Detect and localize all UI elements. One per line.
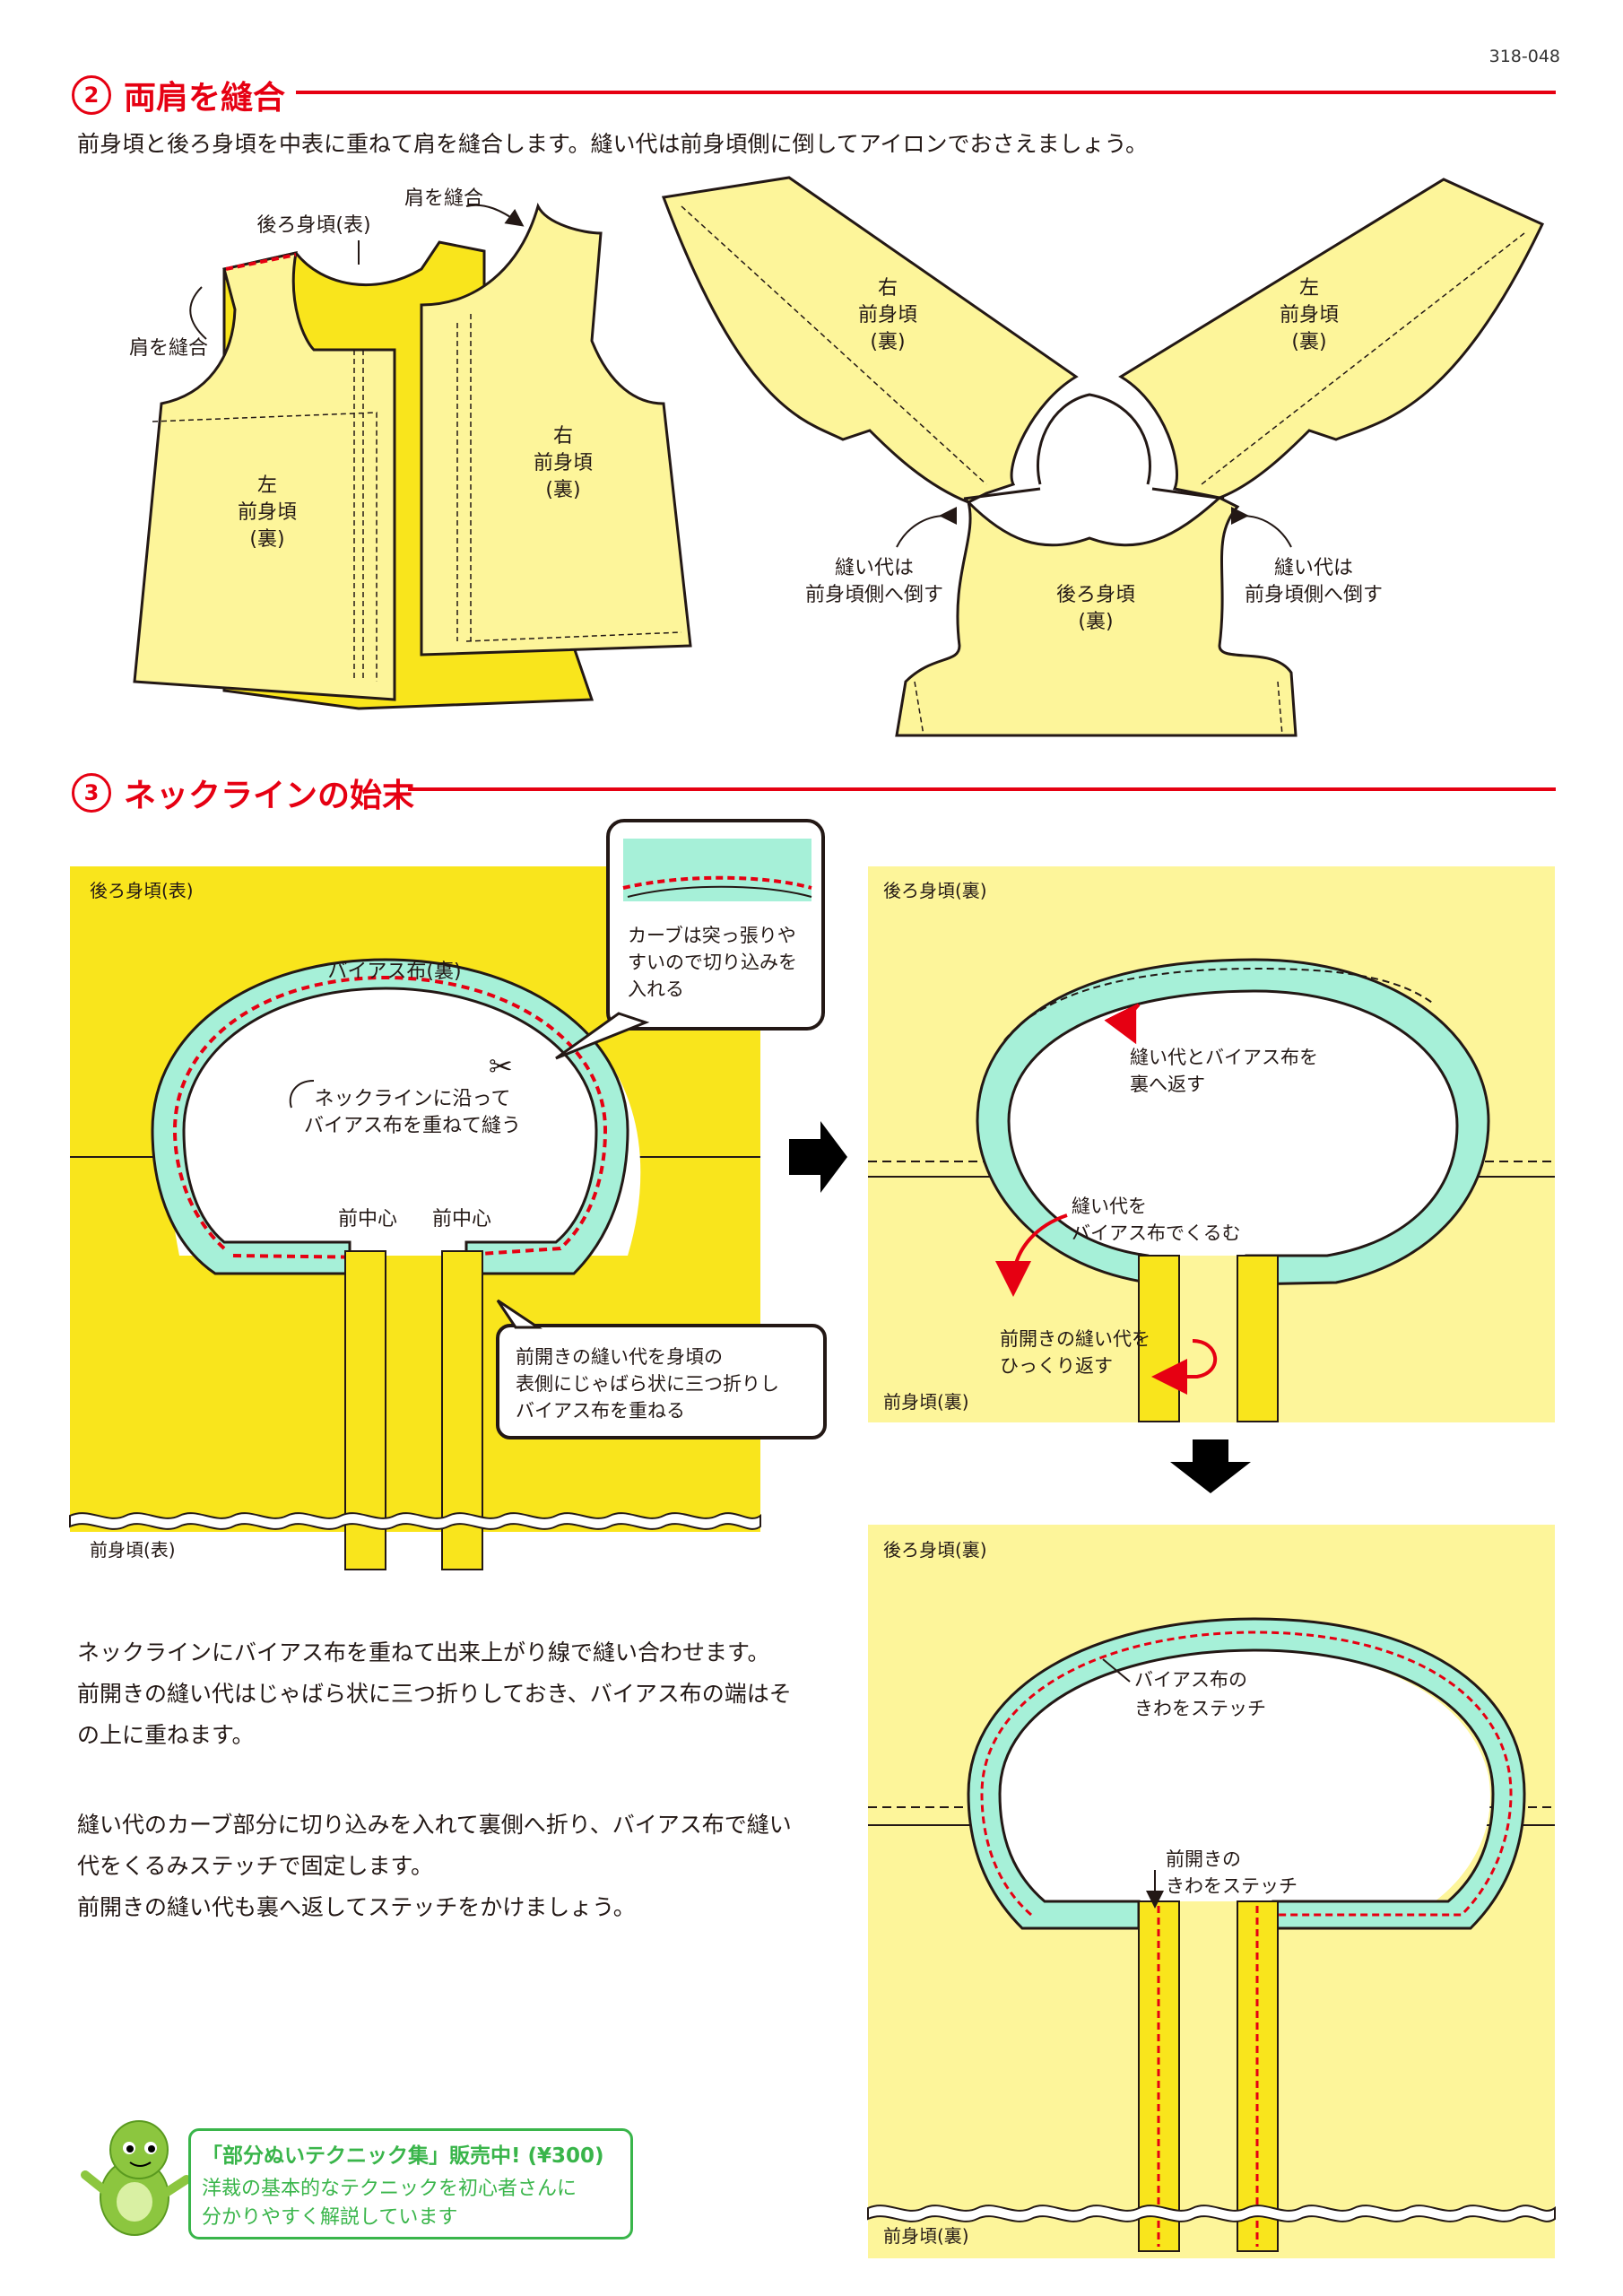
paragraph1-line1: ネックラインにバイアス布を重ねて出来上がり線で縫い合わせます。: [77, 1639, 770, 1665]
section3-paragraph2: 縫い代のカーブ部分に切り込みを入れて裏側へ折り、バイアス布で縫い 代をくるみステ…: [77, 1805, 848, 1928]
section3-paragraph1: ネックラインにバイアス布を重ねて出来上がり線で縫い合わせます。 前開きの縫い代は…: [77, 1632, 848, 1756]
label-seam-note-r1: 縫い代は: [1274, 557, 1353, 579]
label-left-front-1: 左: [257, 474, 277, 497]
label-callout-fold-2: 表側にじゃばら状に三つ折りし: [516, 1373, 779, 1395]
label-seam-note-l1: 縫い代は: [835, 557, 914, 579]
label-wrap-note-2: バイアス布でくるむ: [1072, 1222, 1241, 1244]
label-sew-shoulder-right: 肩を縫合: [404, 187, 483, 210]
label-back-back-br: 後ろ身頃(裏): [883, 1539, 987, 1561]
label-left-front-b3: (裏): [1291, 331, 1326, 353]
label-seam-note-l2: 前身頃側へ倒す: [805, 584, 943, 606]
label-sew-note-1: ネックラインに沿って: [315, 1088, 511, 1110]
label-bias-back: バイアス布(裏): [327, 961, 461, 983]
promo-banner: 「部分ぬいテクニック集」販売中! (¥300) 洋裁の基本的なテクニックを初心者…: [81, 2112, 637, 2247]
paragraph1-line2: 前開きの縫い代はじゃばら状に三つ折りしておき、バイアス布の端はそ: [77, 1681, 792, 1707]
left-front-panel: [133, 251, 396, 701]
label-right-front-b3: (裏): [870, 331, 905, 353]
panel1-bias-tape: [151, 958, 629, 1275]
label-left-front-b2: 前身頃: [1280, 304, 1339, 326]
arrow-down-icon: [1170, 1439, 1251, 1493]
section2-number: 2: [72, 75, 111, 115]
label-back-front-tl: 後ろ身頃(表): [90, 880, 194, 901]
label-seam-note-r2: 前身頃側へ倒す: [1245, 584, 1383, 606]
mascot-icon: [81, 2120, 191, 2236]
label-center-front-2: 前中心: [432, 1208, 491, 1231]
label-back-body-front: 後ろ身頃(表): [256, 214, 370, 237]
label-back-back-tr: 後ろ身頃(裏): [883, 880, 987, 901]
label-stitch-note-2: きわをステッチ: [1134, 1698, 1266, 1719]
label-right-front-2: 前身頃: [534, 452, 593, 474]
label-back-body-2: (裏): [1078, 611, 1113, 633]
open-right-front: [661, 176, 1079, 504]
label-center-front-1: 前中心: [338, 1208, 397, 1231]
label-wrap-note-1: 縫い代を: [1072, 1196, 1147, 1217]
label-opening-note-2: きわをステッチ: [1166, 1875, 1298, 1897]
label-stitch-note-1: バイアス布の: [1134, 1669, 1247, 1691]
label-front-back-br: 前身頃(裏): [883, 2225, 969, 2247]
label-sew-shoulder-left: 肩を縫合: [129, 337, 208, 360]
right-front-panel: [420, 202, 692, 657]
label-right-front-1: 右: [553, 425, 573, 448]
panel2-bias-tape: [976, 958, 1490, 1286]
section3-heading: 3 ネックラインの始末: [72, 770, 414, 816]
arrow-right-icon: [789, 1121, 847, 1193]
label-opening-note-1: 前開きの: [1166, 1848, 1241, 1870]
promo-line1: 洋裁の基本的なテクニックを初心者さんに: [202, 2178, 577, 2200]
promo-line2: 分かりやすく解説しています: [202, 2206, 458, 2229]
label-right-front-b2: 前身頃: [858, 304, 917, 326]
label-right-front-3: (裏): [545, 479, 580, 501]
section2-title: 両肩を縫合: [124, 80, 286, 117]
open-back-body: [895, 496, 1298, 737]
label-flip-note-1: 前開きの縫い代を: [1000, 1328, 1150, 1350]
label-callout-curve-3: 入れる: [628, 978, 684, 1000]
label-front-front-bl: 前身頃(表): [90, 1539, 176, 1561]
open-left-front: [1118, 178, 1545, 500]
panel3-bias-tape: [967, 1617, 1526, 1930]
label-turn-note-1: 縫い代とバイアス布を: [1130, 1047, 1318, 1068]
section3-number: 3: [72, 773, 111, 813]
scissors-icon: ✂: [489, 1049, 513, 1083]
label-flip-note-2: ひっくり返す: [1000, 1355, 1113, 1377]
paragraph1-line3: の上に重ねます。: [77, 1722, 255, 1748]
label-right-front-b1: 右: [878, 277, 898, 300]
label-callout-curve-2: すいので切り込みを: [628, 952, 797, 973]
label-left-front-b1: 左: [1299, 277, 1319, 300]
label-callout-fold-3: バイアス布を重ねる: [516, 1400, 685, 1422]
paragraph2-line2: 代をくるみステッチで固定します。: [77, 1853, 434, 1879]
page-code: 318-048: [1488, 47, 1560, 66]
label-callout-fold-1: 前開きの縫い代を身頃の: [516, 1346, 723, 1368]
label-callout-curve-1: カーブは突っ張りや: [628, 925, 796, 946]
promo-box[interactable]: 「部分ぬいテクニック集」販売中! (¥300) 洋裁の基本的なテクニックを初心者…: [188, 2128, 633, 2239]
promo-title: 「部分ぬいテクニック集」販売中! (¥300): [202, 2144, 604, 2168]
section3-rule: [408, 787, 1556, 791]
label-front-back-tr: 前身頃(裏): [883, 1391, 969, 1413]
section2-description: 前身頃と後ろ身頃を中表に重ねて肩を縫合します。縫い代は前身頃側に倒してアイロンで…: [77, 131, 1149, 157]
label-left-front-3: (裏): [249, 528, 284, 551]
label-turn-note-2: 裏へ返す: [1130, 1074, 1205, 1095]
paragraph2-line3: 前開きの縫い代も裏へ返してステッチをかけましょう。: [77, 1894, 636, 1920]
paragraph2-line1: 縫い代のカーブ部分に切り込みを入れて裏側へ折り、バイアス布で縫い: [77, 1812, 792, 1838]
label-left-front-2: 前身頃: [238, 501, 297, 524]
section3-title: ネックラインの始末: [124, 778, 415, 814]
section2-rule: [296, 91, 1556, 94]
label-back-body-1: 後ろ身頃: [1056, 584, 1135, 606]
label-sew-note-2: バイアス布を重ねて縫う: [304, 1115, 521, 1137]
section2-heading: 2 両肩を縫合: [72, 72, 285, 118]
